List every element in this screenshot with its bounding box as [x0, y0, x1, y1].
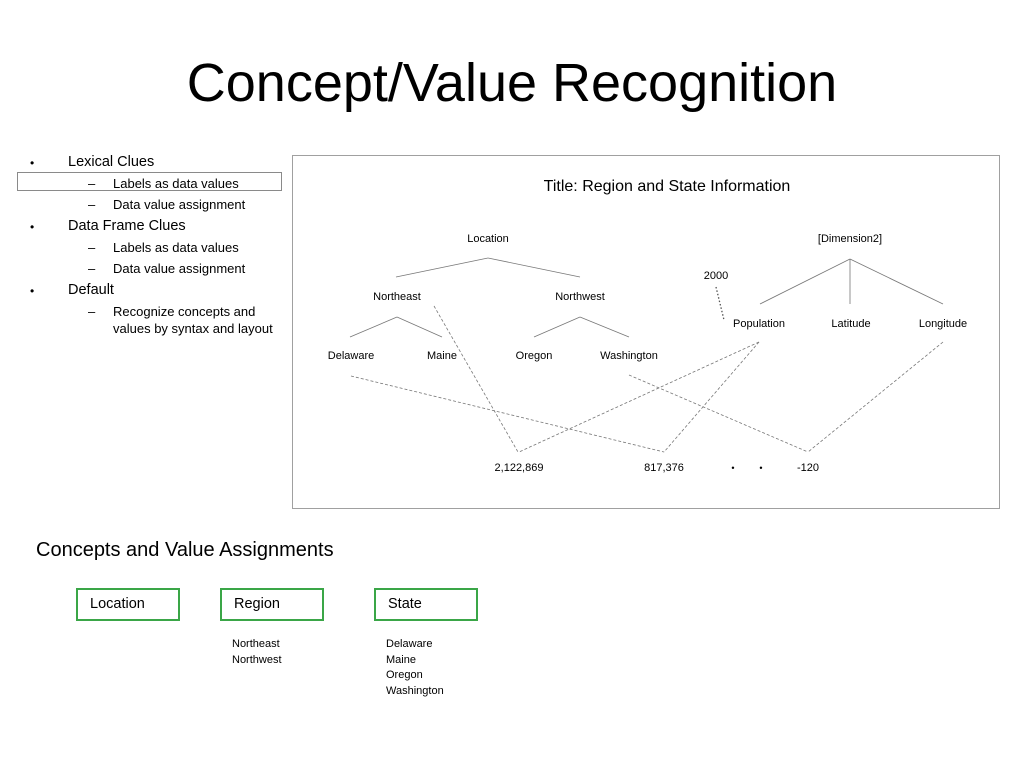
edge-dimension2-population	[759, 258, 851, 305]
ellipsis-dot: •	[759, 463, 762, 473]
dash-marker: –	[88, 304, 96, 319]
dash-marker: –	[88, 240, 96, 255]
tree-edges	[349, 257, 944, 338]
node-dimension2: [Dimension2]	[818, 233, 882, 245]
list-item: Delaware	[386, 638, 433, 650]
outline-subitem-data-value-assignment: Data value assignment	[113, 197, 246, 212]
slide-title: Concept/Value Recognition	[186, 53, 838, 113]
value-minus-120: -120	[797, 462, 819, 474]
outline-item-default: Default	[68, 282, 114, 298]
bullet-marker: •	[30, 284, 35, 298]
node-maine: Maine	[427, 350, 457, 362]
edge-northeast-maine	[396, 316, 443, 338]
outline-subitem-data-value-assignment: Data value assignment	[113, 261, 246, 276]
link-longitude-minus-120	[807, 341, 944, 453]
list-item: Maine	[386, 653, 416, 666]
bullet-marker: •	[30, 220, 35, 234]
outline-item-lexical-clues: Lexical Clues	[68, 154, 155, 170]
concept-diagram: Title: Region and State Information Loca…	[328, 178, 967, 474]
dash-marker: –	[88, 176, 96, 191]
value-2122869: 2,122,869	[495, 462, 544, 474]
assignments-heading: Concepts and Value Assignments	[36, 539, 334, 561]
ellipsis-dot: •	[731, 463, 734, 473]
concept-box-location[interactable]: Location	[76, 588, 180, 621]
list-item: Washington	[386, 684, 444, 697]
list-item: Oregon	[386, 669, 423, 681]
list-item: Northeast	[232, 638, 280, 650]
node-longitude: Longitude	[919, 318, 967, 330]
link-northeast-2122869	[433, 305, 519, 453]
link-population-2122869	[518, 341, 760, 453]
dash-marker: –	[88, 261, 96, 276]
link-washington-minus-120	[628, 374, 809, 453]
link-population-817376	[663, 341, 760, 453]
selection-highlight-box[interactable]	[17, 172, 282, 191]
node-population: Population	[733, 318, 785, 330]
edge-location-northeast	[395, 257, 489, 278]
node-year-2000: 2000	[704, 270, 728, 282]
node-washington: Washington	[600, 350, 658, 362]
region-value-list: Northeast Northwest	[232, 637, 282, 668]
edge-northwest-oregon	[533, 316, 581, 338]
edge-location-northwest	[487, 257, 581, 278]
outline-subitem-recognize-concepts: Recognize concepts and values by syntax …	[113, 304, 273, 336]
node-northeast: Northeast	[373, 291, 421, 303]
link-delaware-817376	[350, 375, 665, 453]
dash-marker: –	[88, 197, 96, 212]
edge-dimension2-longitude	[849, 258, 944, 305]
edge-northwest-washington	[579, 316, 630, 338]
concept-box-region[interactable]: Region	[220, 588, 324, 621]
node-delaware: Delaware	[328, 350, 374, 362]
state-value-list: Delaware Maine Oregon Washington	[386, 637, 444, 699]
node-northwest: Northwest	[555, 291, 605, 303]
year-link	[715, 286, 725, 321]
concept-box-state[interactable]: State	[374, 588, 478, 621]
diagram-frame[interactable]: Title: Region and State Information Loca…	[292, 155, 1000, 509]
edge-2000-population	[715, 286, 725, 321]
bullet-outline: • Lexical Clues – Labels as data values …	[0, 0, 290, 400]
value-links	[350, 305, 944, 453]
outline-subitem-labels-as-data-values: Labels as data values	[113, 176, 239, 191]
diagram-title: Title: Region and State Information	[544, 178, 791, 195]
node-location: Location	[467, 233, 509, 245]
list-item: Northwest	[232, 653, 282, 666]
outline-item-data-frame-clues: Data Frame Clues	[68, 218, 186, 234]
node-oregon: Oregon	[516, 350, 553, 362]
node-latitude: Latitude	[831, 318, 870, 330]
bullet-marker: •	[30, 156, 35, 170]
value-817376: 817,376	[644, 462, 684, 474]
edge-northeast-delaware	[349, 316, 398, 338]
outline-subitem-labels-as-data-values: Labels as data values	[113, 240, 239, 255]
